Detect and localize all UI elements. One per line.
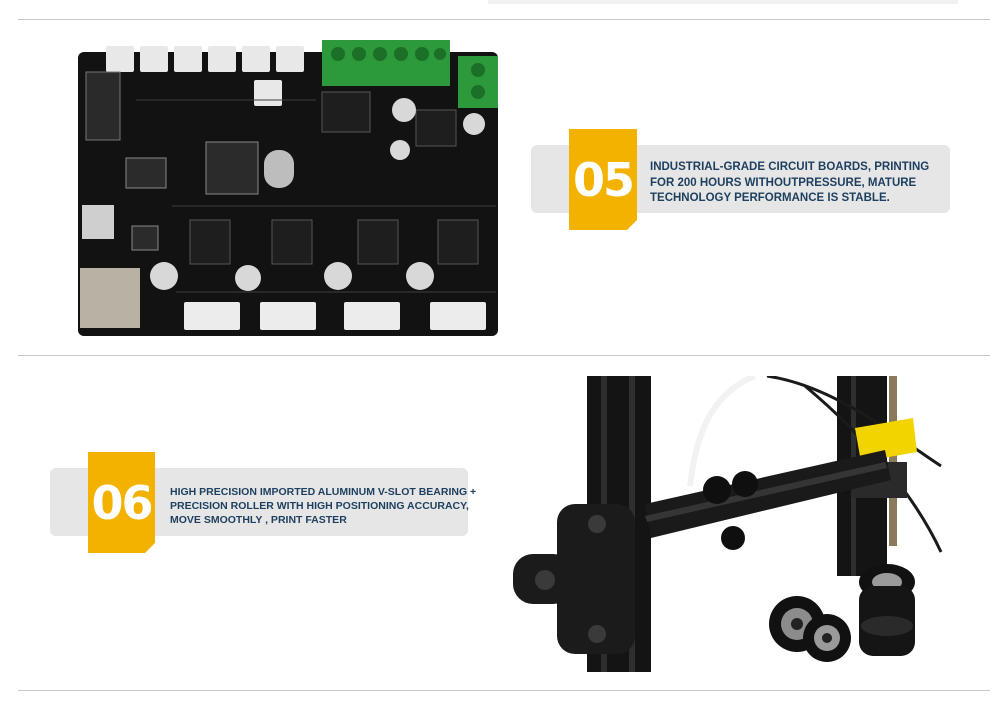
feature-05-number-badge: 05 — [569, 129, 638, 231]
feature-05-description: INDUSTRIAL-GRADE CIRCUIT BOARDS, PRINTIN… — [650, 160, 929, 207]
feature-05-line-3: TECHNOLOGY PERFORMANCE IS STABLE. — [650, 192, 890, 205]
v-slot-bearing-photo-icon — [513, 376, 943, 672]
feature-06-line-2: PRECISION ROLLER WITH HIGH POSITIONING A… — [170, 500, 469, 513]
section-divider-top — [18, 19, 990, 20]
top-strip — [488, 0, 958, 4]
circuit-board-photo-icon — [78, 40, 498, 336]
section-divider-bottom — [18, 690, 990, 691]
feature-05-line-1: INDUSTRIAL-GRADE CIRCUIT BOARDS, PRINTIN… — [650, 161, 930, 173]
feature-06-line-1: HIGH PRECISION IMPORTED ALUMINUM V-SLOT … — [170, 486, 477, 498]
feature-05-line-2: FOR 200 HOURS WITHOUTPRESSURE, MATURE — [650, 176, 917, 189]
feature-06-number-badge: 06 — [88, 452, 156, 554]
section-divider-middle — [18, 355, 990, 356]
feature-06-line-3: MOVE SMOOTHLY , PRINT FASTER — [170, 514, 347, 527]
feature-06-description: HIGH PRECISION IMPORTED ALUMINUM V-SLOT … — [170, 485, 476, 528]
